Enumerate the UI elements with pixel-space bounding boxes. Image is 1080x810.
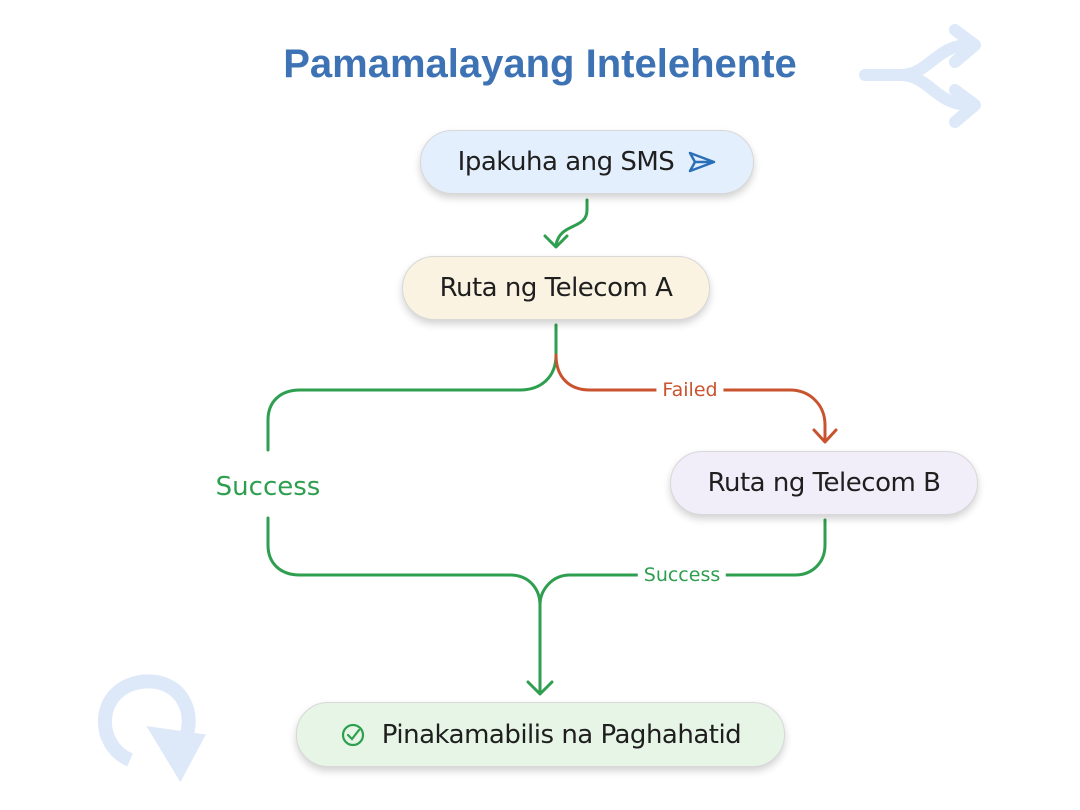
node-telecom-b[interactable]: Ruta ng Telecom B [670,451,978,515]
node-label: Ruta ng Telecom A [439,273,673,303]
node-send-sms[interactable]: Ipakuha ang SMS [420,130,754,194]
refresh-icon [98,674,206,783]
check-circle-icon [341,723,364,746]
arrow-b-success [538,518,827,607]
arrow-send-to-a [554,198,589,247]
edge-label-success-a: Success [209,472,327,502]
arrow-a-failed [554,353,827,443]
node-label: Ipakuha ang SMS [457,147,675,177]
arrow-a-success [266,323,558,452]
send-icon [689,151,716,173]
node-label: Ruta ng Telecom B [707,468,941,498]
split-arrows-icon [859,24,981,128]
edge-label-success-b: Success [637,564,727,586]
page-title: Pamamalayang Intelehente [283,42,797,86]
edge-label-failed: Failed [656,379,724,401]
node-label: Pinakamabilis na Paghahatid [381,719,742,750]
node-telecom-a[interactable]: Ruta ng Telecom A [402,256,710,320]
node-delivery[interactable]: Pinakamabilis na Paghahatid [296,702,785,767]
